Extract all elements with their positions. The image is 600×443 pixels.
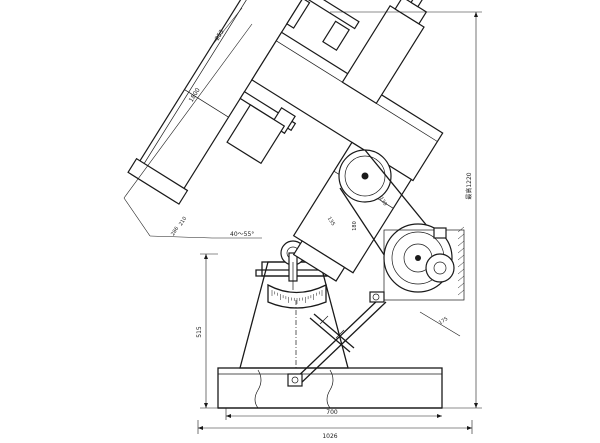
hatch-line bbox=[457, 289, 465, 296]
latitude-scale bbox=[267, 283, 327, 309]
hatch-line bbox=[457, 240, 465, 247]
hatch-line bbox=[457, 233, 465, 240]
dim-angle-label: 40～55° bbox=[230, 231, 254, 238]
dim-drive-b-label: 130 bbox=[378, 196, 388, 207]
dim-total-height: 最高1220 bbox=[330, 11, 482, 409]
hatch-line bbox=[457, 282, 465, 289]
dim-drive-a-label: 180 bbox=[352, 221, 358, 231]
hatch-line bbox=[457, 275, 465, 282]
dim-base-width-label: 700 bbox=[326, 409, 338, 416]
drive-pulley-upper bbox=[338, 149, 392, 203]
dim-angle: 40～55° bbox=[212, 231, 262, 239]
dim-pier-height: 515 bbox=[196, 253, 218, 409]
dim-total-height-label: 最高1220 bbox=[465, 172, 473, 199]
dim-drive-c-label: 135 bbox=[326, 216, 336, 227]
drive-assembly bbox=[338, 149, 465, 301]
hatch-line bbox=[457, 261, 465, 268]
dim-tube-end-a-label: 210 bbox=[178, 216, 188, 227]
dim-drive-d-label: 175 bbox=[438, 316, 449, 326]
polar-assembly bbox=[127, 0, 444, 282]
hatch-line bbox=[457, 226, 465, 233]
dim-base-width: 700 bbox=[225, 408, 442, 420]
hatch-line bbox=[457, 254, 465, 261]
dim-pier-height-label: 515 bbox=[196, 326, 203, 338]
support-strut bbox=[287, 291, 387, 387]
hatch-line bbox=[457, 268, 465, 275]
clamp-block bbox=[226, 104, 286, 165]
motor-housing bbox=[383, 227, 465, 301]
finder-scope bbox=[239, 0, 360, 135]
hatch-line bbox=[457, 247, 465, 254]
base-platform bbox=[217, 367, 443, 409]
dim-total-width: 1026 bbox=[197, 420, 473, 440]
tube-end-cap bbox=[127, 157, 189, 205]
dim-total-width-label: 1026 bbox=[322, 433, 337, 440]
dim-tube-end-b-label: 286 bbox=[170, 226, 180, 237]
